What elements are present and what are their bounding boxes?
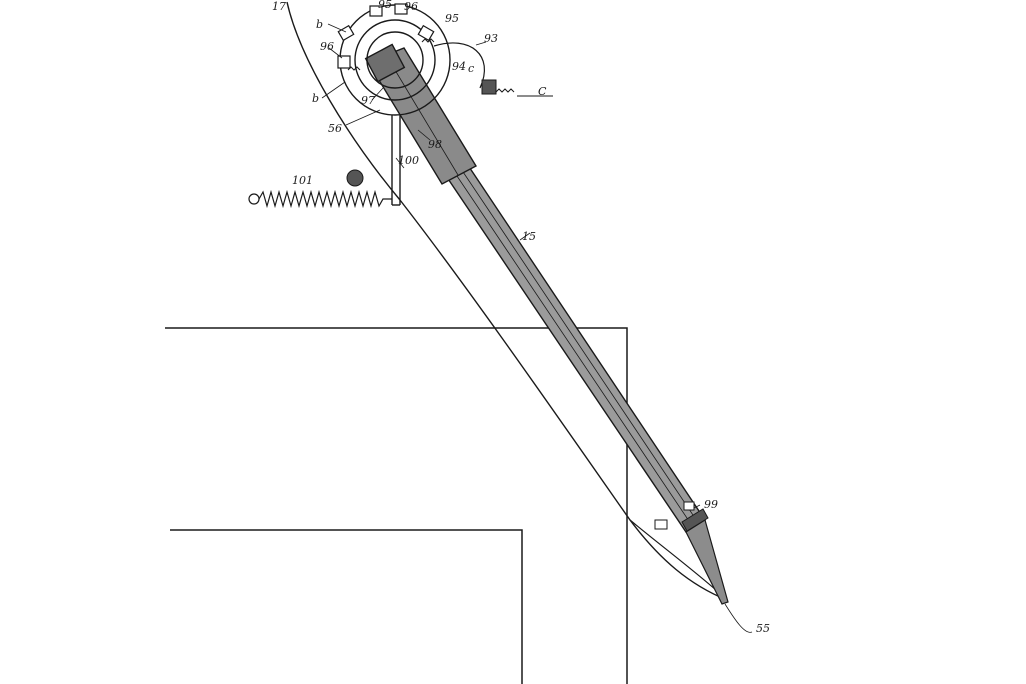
label-101: 101 bbox=[292, 174, 313, 187]
label-99: 99 bbox=[704, 498, 718, 511]
coil-spring bbox=[248, 189, 392, 209]
label-94: 94 bbox=[452, 60, 466, 73]
leader-lines bbox=[321, 23, 753, 633]
label-55: 55 bbox=[756, 622, 770, 635]
label-95-right: 95 bbox=[445, 12, 459, 25]
label-96-left: 96 bbox=[320, 40, 334, 53]
label-15: 15 bbox=[522, 230, 536, 243]
label-c-cap: C bbox=[538, 85, 547, 98]
label-c-small: c bbox=[468, 62, 474, 75]
outer-frame bbox=[165, 327, 628, 684]
shaft bbox=[364, 43, 729, 605]
label-17: 17 bbox=[272, 0, 286, 13]
label-b-left: b bbox=[312, 92, 319, 105]
label-97: 97 bbox=[361, 94, 375, 107]
contact-wire bbox=[433, 42, 553, 97]
label-100: 100 bbox=[398, 154, 419, 167]
label-96-top: 96 bbox=[404, 0, 418, 13]
ratchet-wheel bbox=[337, 3, 451, 206]
stop-ball bbox=[346, 169, 364, 187]
label-93: 93 bbox=[484, 32, 498, 45]
label-98: 98 bbox=[428, 138, 442, 151]
label-56: 56 bbox=[328, 122, 342, 135]
reference-labels: 17 b 95 96 95 93 96 94 c C b 97 56 98 10… bbox=[272, 0, 770, 635]
label-95-left: 95 bbox=[378, 0, 392, 11]
inner-frame bbox=[170, 529, 523, 684]
label-b-top: b bbox=[316, 18, 323, 31]
